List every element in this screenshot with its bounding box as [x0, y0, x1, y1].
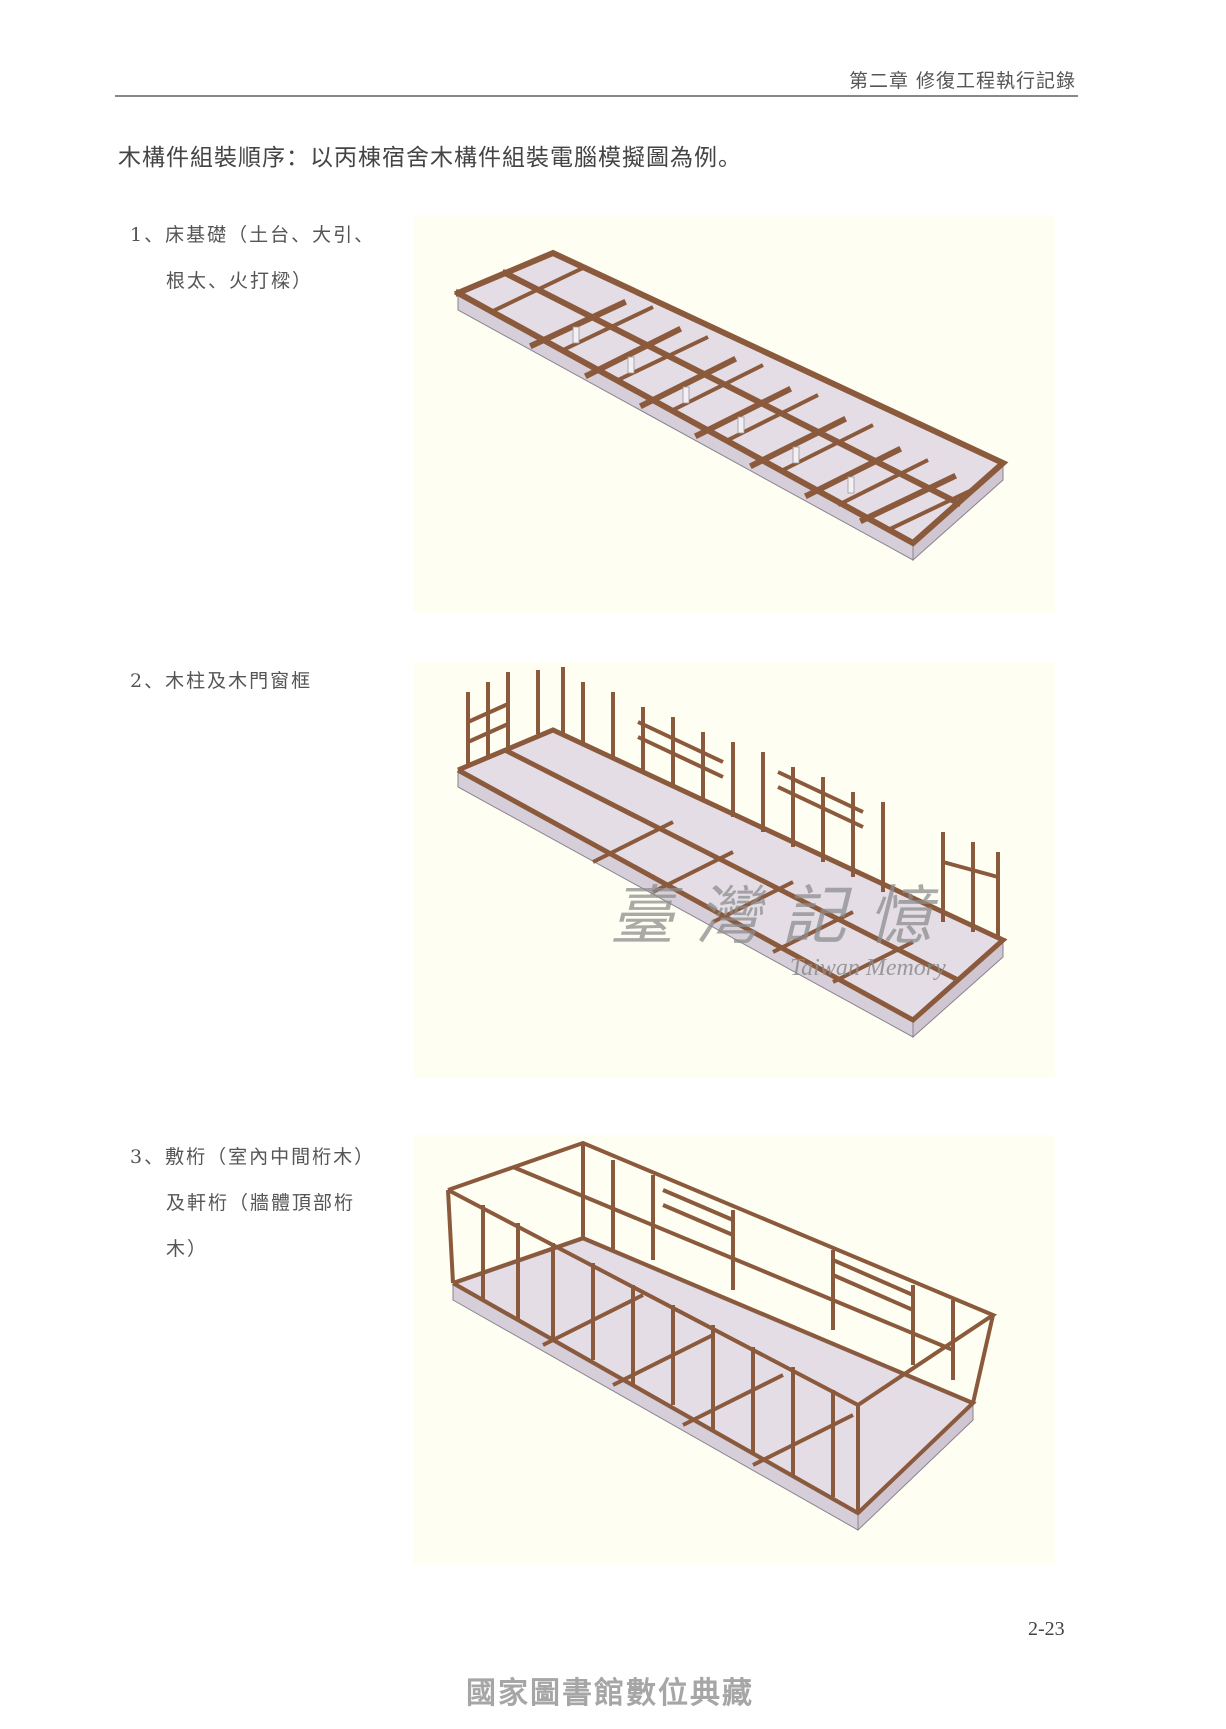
step-3-line-3: 木） — [166, 1238, 209, 1260]
floor-foundation-illustration — [453, 249, 1009, 562]
step-3-label: 3、敷桁（室內中間桁木） 及軒桁（牆體頂部桁 木） — [130, 1134, 375, 1272]
watermark-zh: 臺灣記憶 — [610, 880, 954, 954]
columns-frames-illustration — [456, 667, 1008, 1039]
footer-collection-mark: 國家圖書館數位典藏 — [466, 1676, 754, 1711]
chapter-title: 第二章 修復工程執行記錄 — [848, 70, 1076, 92]
step-1-figure — [413, 215, 1055, 613]
beams-purlins-illustration — [446, 1140, 998, 1532]
step-1-label: 1、床基礎（土台、大引、 根太、火打樑） — [130, 212, 375, 304]
step-2-label: 2、木柱及木門窗框 — [130, 658, 312, 704]
page-number: 2-23 — [1028, 1618, 1065, 1640]
step-1-line-1: 1、床基礎（土台、大引、 — [130, 224, 376, 246]
page-heading: 木構件組裝順序：以丙棟宿舍木構件組裝電腦模擬圖為例。 — [118, 145, 742, 171]
step-2-line-1: 2、木柱及木門窗框 — [130, 670, 313, 692]
step-3-figure — [413, 1135, 1055, 1565]
step-2-figure — [413, 662, 1055, 1078]
header-rule — [115, 95, 1078, 97]
step-3-line-1: 3、敷桁（室內中間桁木） — [130, 1146, 376, 1168]
step-3-line-2: 及軒桁（牆體頂部桁 — [166, 1192, 356, 1214]
step-1-line-2: 根太、火打樑） — [166, 270, 314, 292]
watermark-en: Taiwan Memory — [790, 955, 946, 981]
